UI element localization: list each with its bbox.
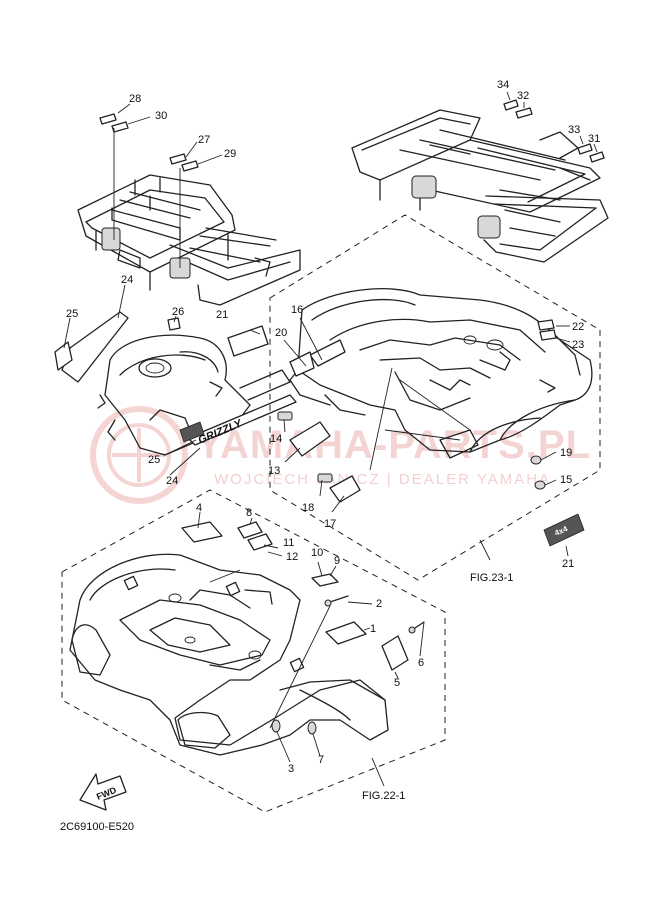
callout-24b: 24 xyxy=(166,475,178,487)
front-fender-leaders xyxy=(197,511,425,787)
callout-25b: 25 xyxy=(148,454,160,466)
callout-14: 14 xyxy=(270,433,282,445)
callout-19: 19 xyxy=(560,447,572,459)
callout-18: 18 xyxy=(302,502,314,514)
carrier-decals-rear xyxy=(503,91,605,163)
callout-27: 27 xyxy=(198,134,210,146)
rear-fender-group-border xyxy=(269,214,601,581)
callout-5: 5 xyxy=(394,677,400,689)
fwd-arrow-icon: FWD xyxy=(79,773,127,811)
rear-fender xyxy=(227,288,593,503)
callout-4: 4 xyxy=(196,502,202,514)
callout-13: 13 xyxy=(268,465,280,477)
callout-1: 1 xyxy=(370,623,376,635)
callout-29: 29 xyxy=(224,148,236,160)
callout-3: 3 xyxy=(288,763,294,775)
callout-labels: 28 30 27 29 34 32 33 31 24 25 26 21 16 2… xyxy=(66,79,600,802)
callout-7: 7 xyxy=(318,754,324,766)
callout-12: 12 xyxy=(286,551,298,563)
callout-23: 23 xyxy=(572,339,584,351)
callout-20: 20 xyxy=(275,327,287,339)
callout-10: 10 xyxy=(311,547,323,559)
callout-6: 6 xyxy=(418,657,424,669)
fig-ref-22-1: FIG.22-1 xyxy=(362,790,405,802)
rear-fender-leaders xyxy=(249,317,571,561)
callout-21b: 21 xyxy=(562,558,574,570)
callout-25a: 25 xyxy=(66,308,78,320)
callout-26: 26 xyxy=(172,306,184,318)
callout-8: 8 xyxy=(246,507,252,519)
callout-34: 34 xyxy=(497,79,509,91)
callout-16: 16 xyxy=(291,304,303,316)
rear-carrier xyxy=(351,109,609,263)
front-carrier xyxy=(77,174,301,306)
carrier-decals-front xyxy=(99,103,223,268)
callout-9: 9 xyxy=(334,555,340,567)
watermark-subtitle: WOJCIECH JANICZ | DEALER YAMAHA xyxy=(214,471,551,488)
callout-17: 17 xyxy=(324,518,336,530)
callout-28: 28 xyxy=(129,93,141,105)
callout-24a: 24 xyxy=(121,274,133,286)
fig-ref-23-1: FIG.23-1 xyxy=(470,572,513,584)
front-fender xyxy=(69,521,425,756)
front-fender-group-border xyxy=(61,489,446,813)
badge-4x4: 4x4 xyxy=(543,513,585,557)
tank-leaders xyxy=(63,284,201,476)
callout-31: 31 xyxy=(588,133,600,145)
callout-33: 33 xyxy=(568,124,580,136)
callout-11: 11 xyxy=(283,537,294,549)
callout-15: 15 xyxy=(560,474,572,486)
callout-30: 30 xyxy=(155,110,167,122)
callout-22: 22 xyxy=(572,321,584,333)
callout-21a: 21 xyxy=(216,309,228,321)
diagram-code: 2C69100-E520 xyxy=(60,821,134,833)
callout-32: 32 xyxy=(517,90,529,102)
callout-2: 2 xyxy=(376,598,382,610)
